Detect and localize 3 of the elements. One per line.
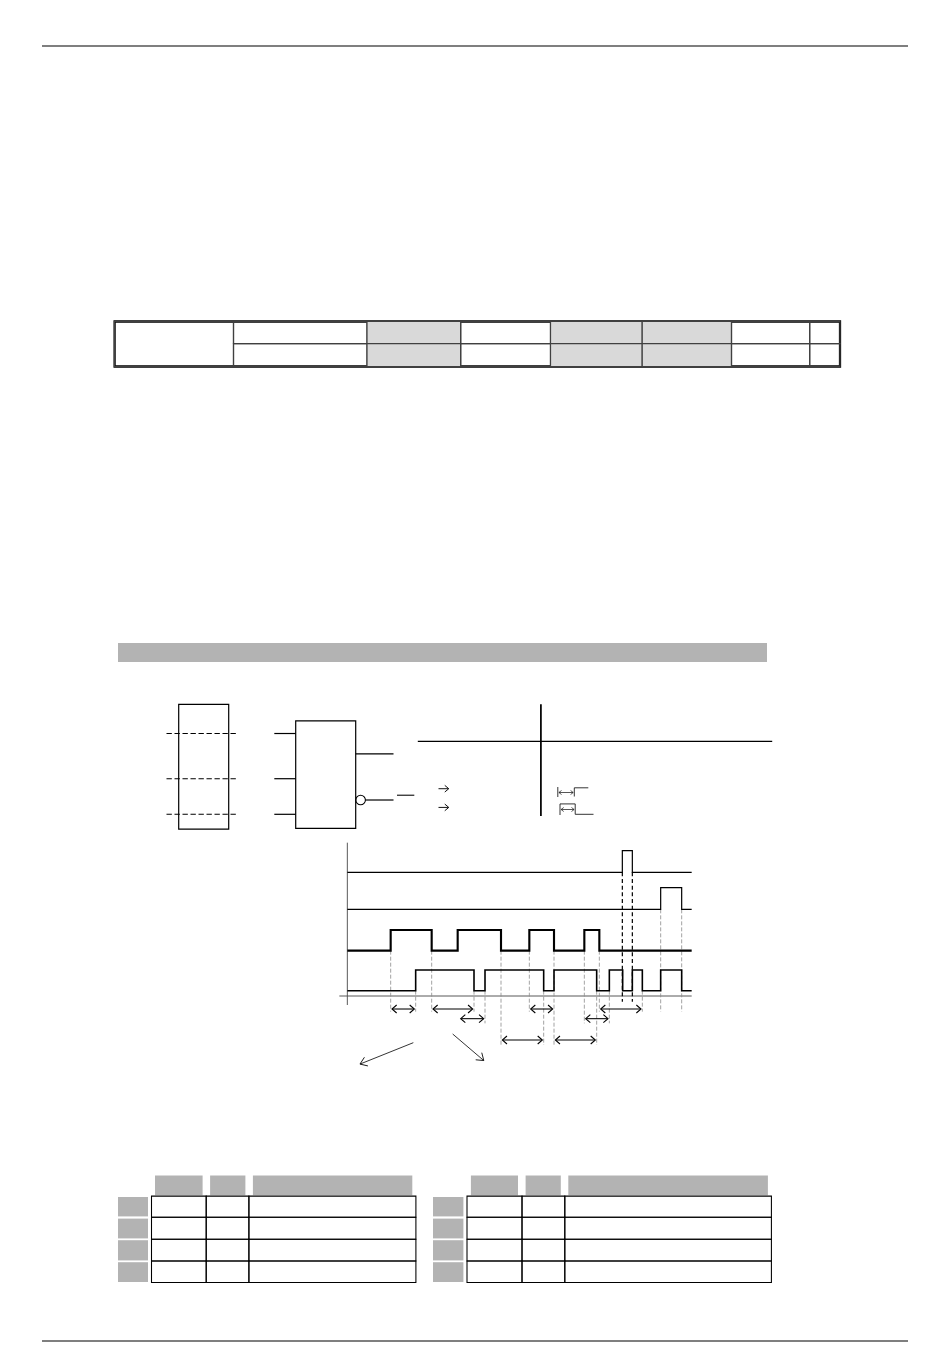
- gate-box: [295, 720, 357, 829]
- section-bar: [118, 643, 767, 662]
- block-box: [178, 703, 230, 830]
